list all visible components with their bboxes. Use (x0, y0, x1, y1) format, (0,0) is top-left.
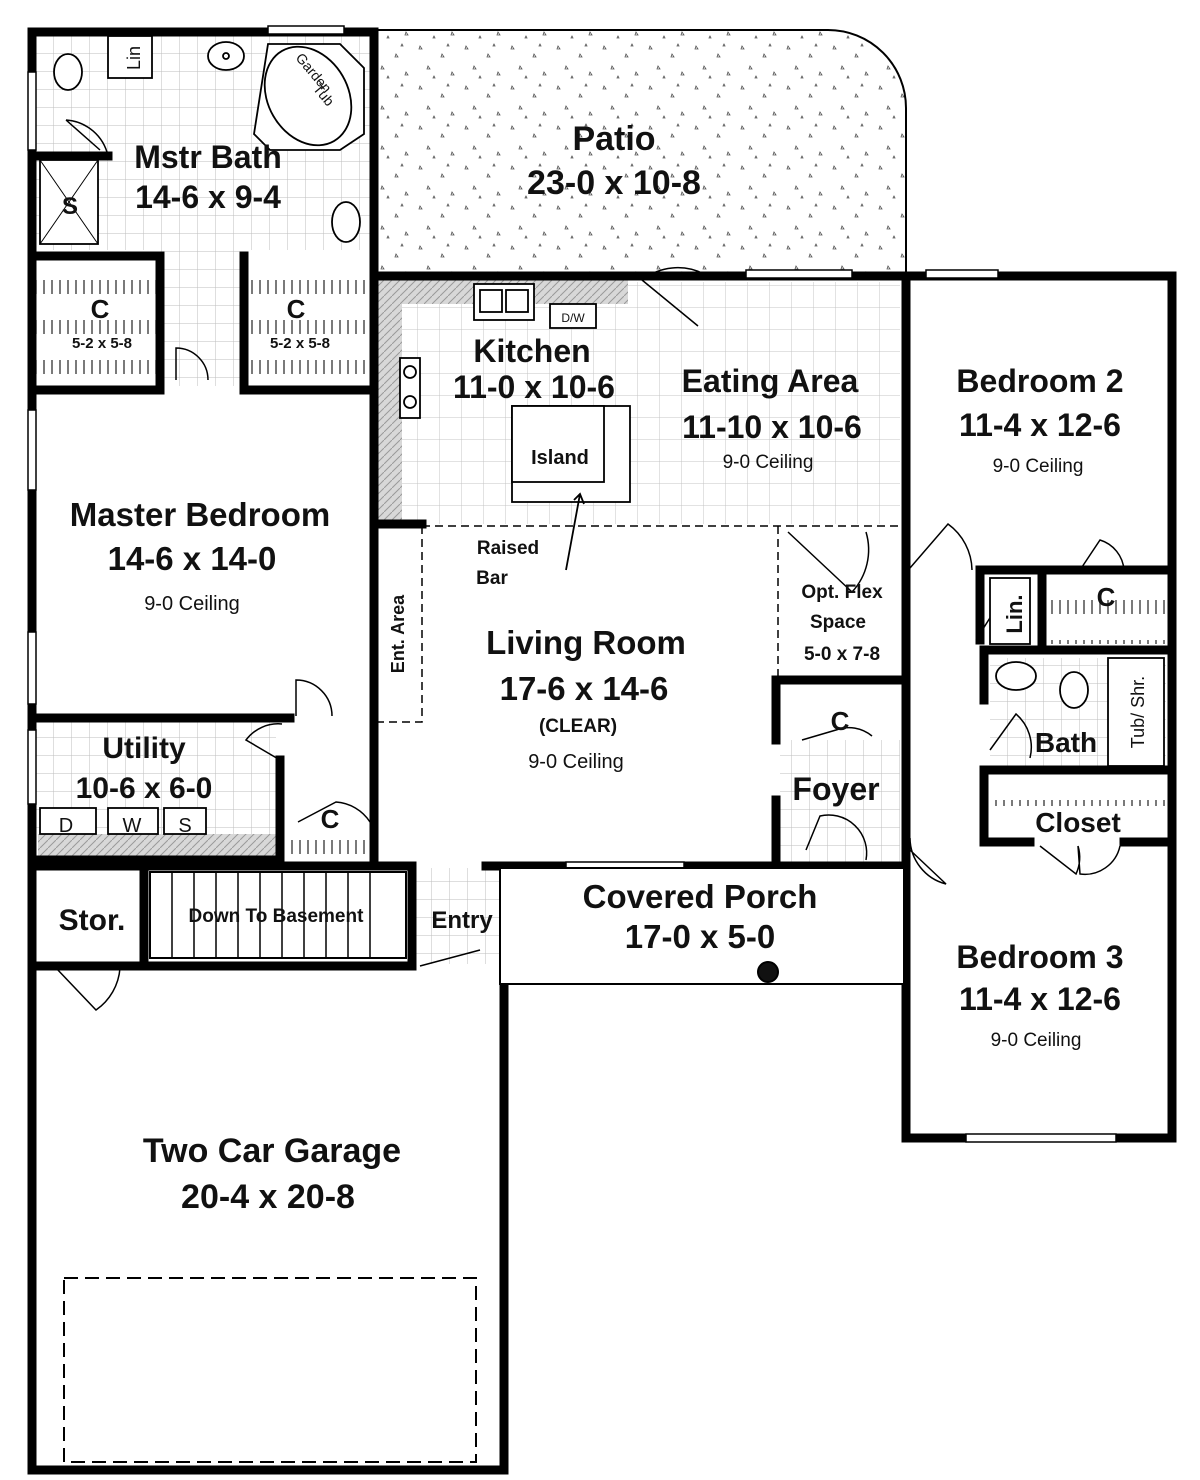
foyer-floor (780, 740, 900, 864)
master-bedroom-name: Master Bedroom (70, 496, 330, 533)
closet-left-name: C (91, 294, 110, 324)
kitchen-size: 11-0 x 10-6 (453, 369, 615, 405)
closet-left-rods (36, 260, 156, 386)
closet-bed-label: Closet (1035, 807, 1121, 838)
closet-right-rods (250, 260, 366, 386)
entry-label: Entry (431, 907, 493, 934)
garage-name: Two Car Garage (143, 1132, 401, 1170)
kitchen-floor (378, 282, 900, 524)
mstr-bath-size: 14-6 x 9-4 (135, 179, 281, 215)
closet-util-rods (286, 832, 370, 860)
sink-label: S (178, 815, 191, 837)
flex-line1: Opt. Flex (801, 582, 883, 603)
bedroom3-name: Bedroom 3 (956, 939, 1123, 975)
closet-right-size: 5-2 x 5-8 (270, 335, 330, 352)
bath-fixtures (39, 35, 1165, 767)
closet-left-size: 5-2 x 5-8 (72, 335, 132, 352)
garage-size: 20-4 x 20-8 (181, 1178, 355, 1216)
raised-bar-line2: Bar (476, 568, 508, 589)
kitchen-counter-left (378, 280, 402, 522)
shower-label: S (62, 193, 78, 220)
eating-area-size: 11-10 x 10-6 (682, 409, 862, 445)
laundry-fixtures (39, 807, 207, 835)
kitchen-name: Kitchen (473, 333, 590, 369)
storage-label: Stor. (59, 904, 126, 937)
closet-util-label: C (321, 804, 340, 834)
bath-hall-floor (160, 250, 244, 386)
covered-porch (499, 867, 905, 985)
dryer-label: D (59, 815, 73, 837)
living-room-ceiling: 9-0 Ceiling (528, 751, 624, 773)
bath-name: Bath (1035, 727, 1097, 758)
living-room-size: 17-6 x 14-6 (500, 670, 669, 707)
basement-stairs (149, 871, 407, 959)
kitchen-fixtures (399, 283, 631, 571)
master-bedroom-ceiling: 9-0 Ceiling (144, 593, 240, 615)
windows (27, 25, 1117, 1143)
flex-line2: Space (810, 612, 866, 633)
living-room-note: (CLEAR) (539, 716, 617, 737)
closet-foyer-label: C (831, 706, 850, 736)
linen-bath-label: Lin (124, 46, 144, 70)
closet-bed-rods (992, 778, 1168, 806)
patio-size: 23-0 x 10-8 (527, 164, 701, 202)
tub-shower-label: Tub/ Shr. (1128, 676, 1148, 748)
flex-size: 5-0 x 7-8 (804, 644, 880, 665)
bedroom3-size: 11-4 x 12-6 (959, 981, 1121, 1017)
room-labels: Patio 23-0 x 10-8 Mstr Bath 14-6 x 9-4 G… (59, 46, 1148, 1216)
eating-area-name: Eating Area (682, 363, 859, 399)
covered-porch-name: Covered Porch (583, 878, 818, 915)
bedroom3-ceiling: 9-0 Ceiling (991, 1030, 1082, 1051)
dashed-openings (374, 525, 900, 723)
island-label: Island (531, 447, 589, 469)
living-room-name: Living Room (486, 624, 686, 661)
bedroom2-ceiling: 9-0 Ceiling (993, 456, 1084, 477)
basement-label: Down To Basement (189, 906, 365, 927)
bedroom2-name: Bedroom 2 (956, 363, 1123, 399)
closet-hall-label: C (1097, 582, 1116, 612)
patio (373, 29, 907, 275)
patio-name: Patio (572, 120, 655, 158)
eating-area-ceiling: 9-0 Ceiling (723, 452, 814, 473)
door-swings (55, 119, 1125, 1011)
covered-porch-size: 17-0 x 5-0 (625, 918, 775, 955)
garage-door-outline (63, 1277, 477, 1463)
utility-size: 10-6 x 6-0 (76, 772, 213, 805)
ent-area-label: Ent. Area (388, 594, 408, 673)
foyer-label: Foyer (792, 771, 879, 807)
entry-floor (412, 868, 500, 964)
mstr-bath-name: Mstr Bath (134, 139, 282, 175)
closet-right-name: C (287, 294, 306, 324)
raised-bar-line1: Raised (477, 538, 539, 559)
bedroom2-size: 11-4 x 12-6 (959, 407, 1121, 443)
dw-label: D/W (561, 311, 585, 325)
washer-label: W (123, 815, 142, 837)
master-bedroom-size: 14-6 x 14-0 (108, 540, 277, 577)
closet-hall-rods (1046, 578, 1166, 644)
utility-name: Utility (102, 732, 186, 765)
linen-hall-label: Lin. (1002, 594, 1027, 633)
utility-counter (38, 834, 276, 856)
